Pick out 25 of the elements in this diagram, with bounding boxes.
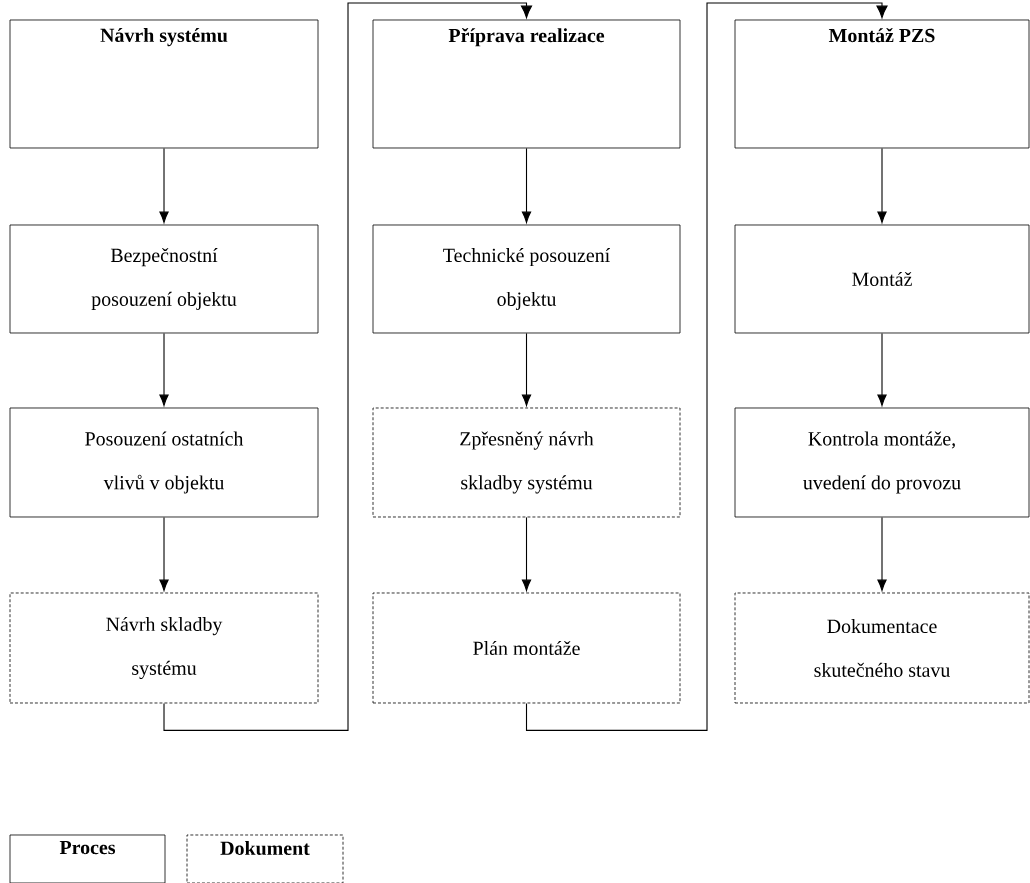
process-box: Příprava realizace: [372, 19, 681, 149]
arrow: [159, 147, 169, 223]
process-box: Montáž: [734, 224, 1030, 334]
process-box: Kontrola montáže, uvedení do provozu: [734, 407, 1030, 518]
arrow: [521, 147, 532, 223]
process-box: Bezpečnostní posouzení objektu: [9, 224, 319, 334]
connector-arrow: [525, 2, 888, 731]
arrow: [877, 332, 887, 406]
document-box: Zpřesněný návrh skladby systému: [372, 407, 681, 518]
legend-entry: Proces: [9, 834, 166, 883]
document-box: Plán montáže: [372, 592, 681, 704]
document-box: Dokumentace skutečného stavu: [734, 592, 1030, 704]
arrow: [159, 516, 169, 591]
legend-entry: Dokument: [186, 834, 344, 883]
process-box: Návrh systému: [9, 19, 319, 149]
process-box: Montáž PZS: [734, 19, 1030, 149]
arrow: [521, 332, 532, 406]
process-box: Posouzení ostatních vlivů v objektu: [9, 407, 319, 518]
arrow: [877, 147, 887, 223]
arrow: [159, 332, 169, 406]
arrow: [877, 516, 887, 591]
arrow: [521, 516, 532, 591]
process-box: Technické posouzení objektu: [372, 224, 681, 334]
document-box: Návrh skladby systému: [9, 592, 319, 704]
connector-arrow: [163, 2, 533, 731]
